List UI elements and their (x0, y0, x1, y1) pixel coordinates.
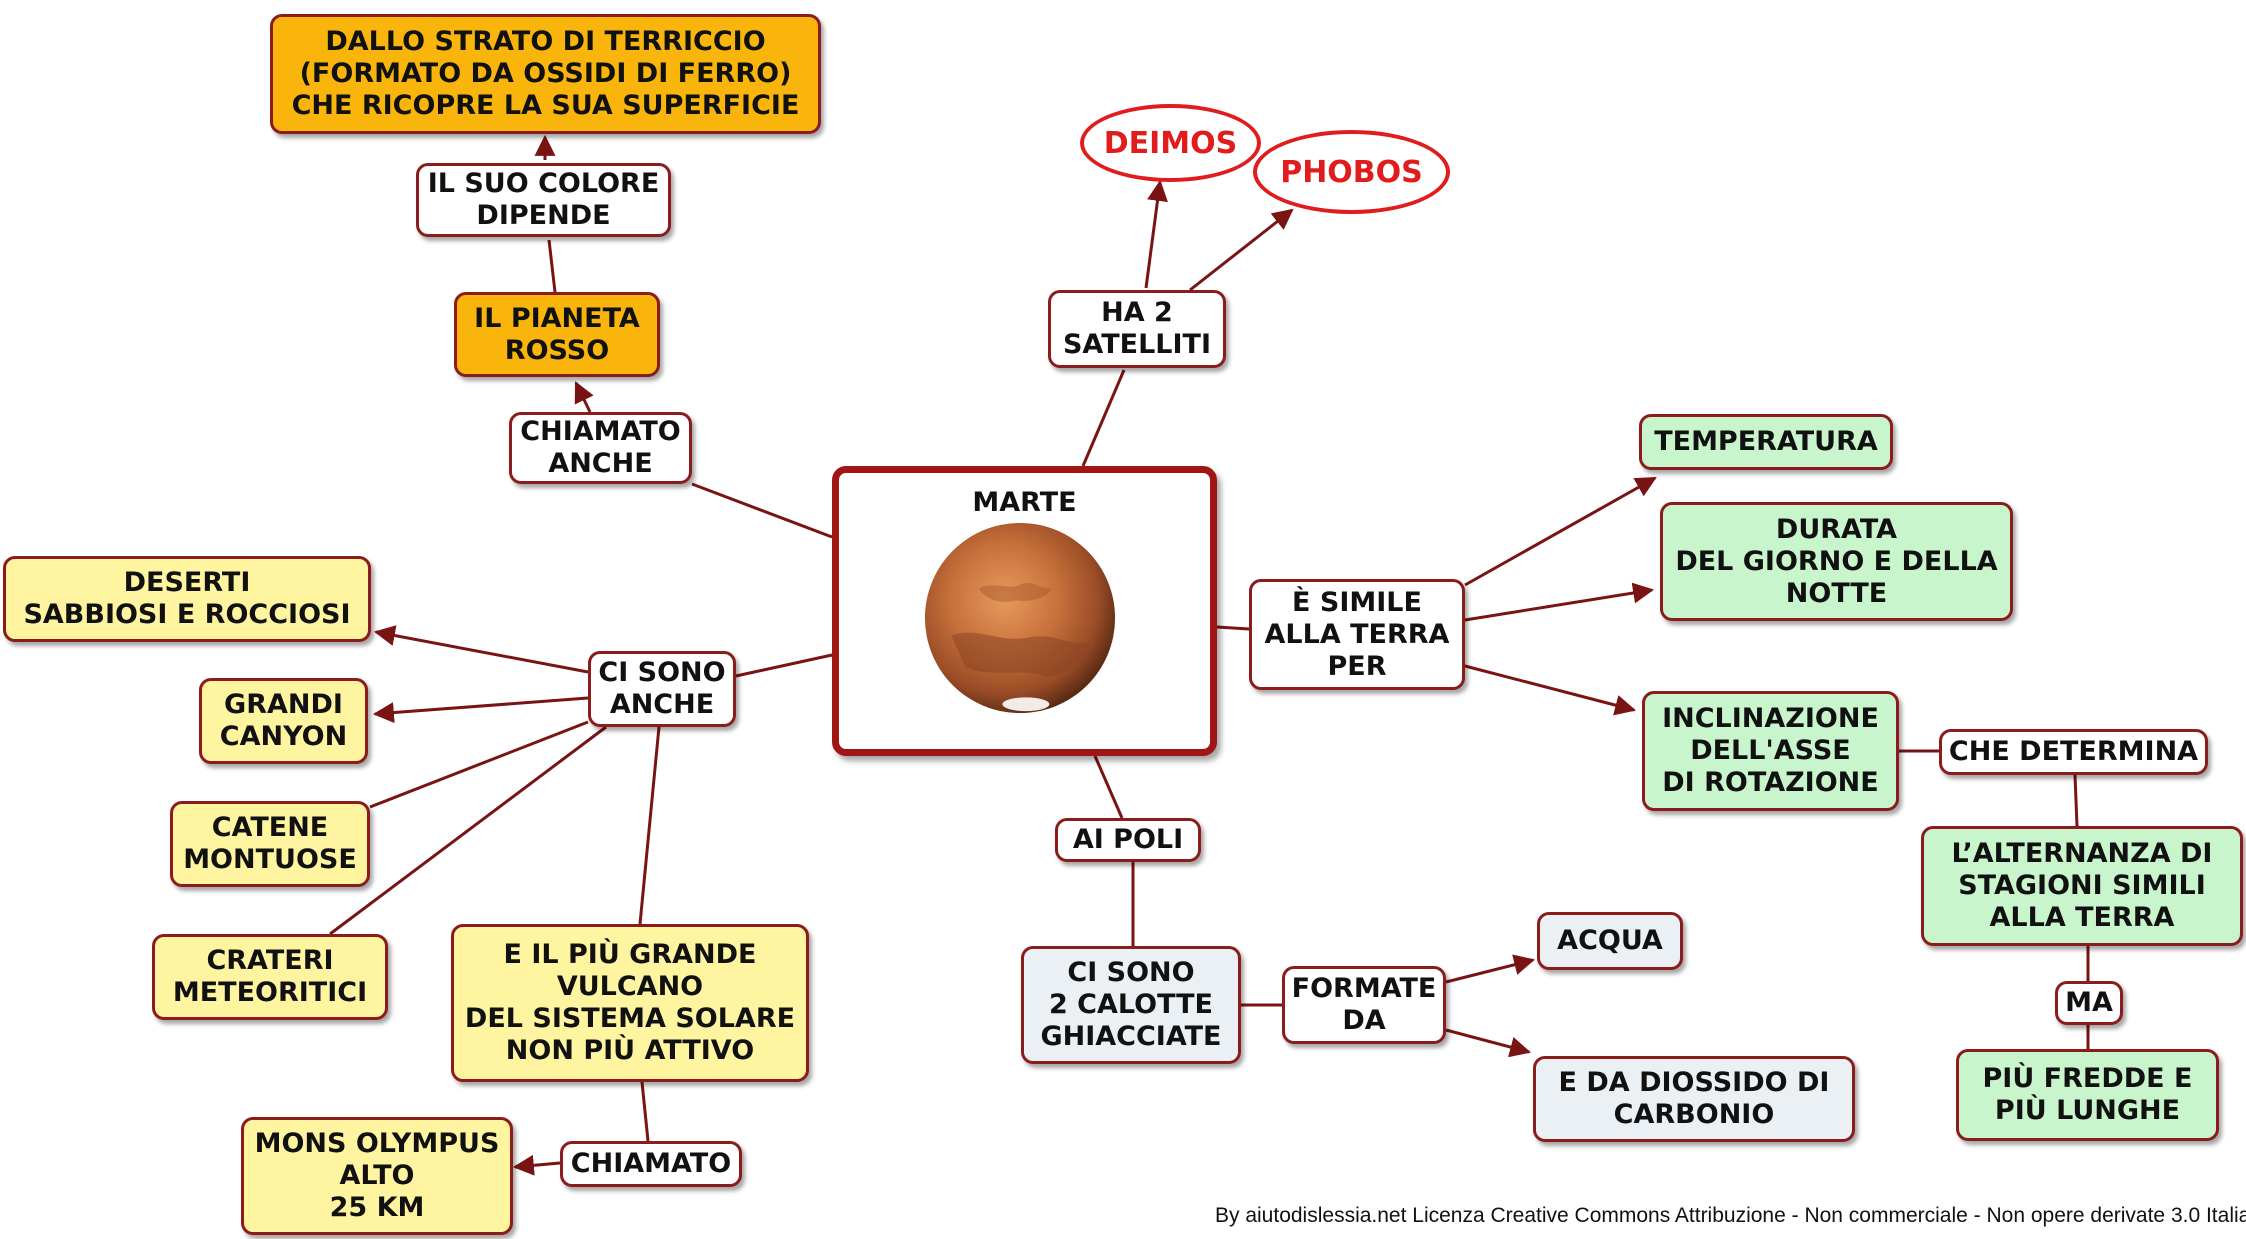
node-alternanza: L’ALTERNANZA DI STAGIONI SIMILI ALLA TER… (1921, 826, 2243, 946)
arrow-simile-temperatura (1464, 476, 1657, 587)
node-crateri: CRATERI METEORITICI (152, 934, 388, 1020)
node-catene: CATENE MONTUOSE (170, 801, 370, 887)
arrow-ci-sono-deserti (373, 625, 589, 674)
node-calotte: CI SONO 2 CALOTTE GHIACCIATE (1021, 946, 1241, 1064)
node-mons-olympus: MONS OLYMPUS ALTO 25 KM (241, 1117, 513, 1235)
link-center-satelliti (1081, 369, 1126, 467)
node-ha-2-satelliti: HA 2 SATELLITI (1048, 290, 1226, 368)
node-ai-poli: AI POLI (1055, 818, 1201, 862)
link-determina-alternanza (2073, 774, 2079, 827)
arrow-simile-inclinazione (1464, 664, 1637, 716)
arrow-satelliti-deimos (1144, 179, 1168, 289)
node-il-suo-colore: IL SUO COLORE DIPENDE (416, 163, 671, 237)
link-center-ci-sono-anche (735, 653, 833, 678)
node-chiamato-anche: CHIAMATO ANCHE (509, 412, 692, 484)
node-ma: MA (2055, 981, 2123, 1025)
node-simile-terra: È SIMILE ALLA TERRA PER (1249, 579, 1465, 690)
link-ci-sono-crateri (329, 725, 607, 936)
mars-planet-image (924, 522, 1116, 714)
node-diossido: E DA DIOSSIDO DI CARBONIO (1533, 1056, 1855, 1142)
license-credit: By aiutodislessia.net Licenza Creative C… (1215, 1204, 2246, 1227)
link-center-ai-poli (1093, 755, 1124, 819)
arrow-formate-acqua (1445, 954, 1536, 984)
node-pianeta-rosso: IL PIANETA ROSSO (454, 292, 660, 377)
node-temperatura: TEMPERATURA (1639, 414, 1893, 470)
arrow-chiamato-mons (512, 1154, 561, 1176)
arrow-ci-sono-canyon (372, 696, 589, 724)
arrow-satelliti-phobos (1189, 208, 1294, 292)
link-center-simile (1216, 625, 1250, 631)
arrow-simile-durata (1464, 582, 1655, 622)
link-vulcano-chiamato (640, 1081, 650, 1142)
node-piu-fredde: PIÙ FREDDE E PIÙ LUNGHE (1956, 1049, 2219, 1141)
link-ci-sono-vulcano (638, 726, 661, 925)
link-center-chiamato-anche (691, 482, 833, 539)
node-phobos: PHOBOS (1253, 130, 1450, 214)
node-deimos: DEIMOS (1080, 104, 1261, 182)
node-formate-da: FORMATE DA (1282, 966, 1446, 1044)
central-title: MARTE (972, 487, 1077, 518)
node-dallo-strato: DALLO STRATO DI TERRICCIO (FORMATO DA OS… (270, 14, 821, 134)
central-node-marte: MARTE (832, 466, 1217, 756)
node-vulcano: E IL PIÙ GRANDE VULCANO DEL SISTEMA SOLA… (451, 924, 809, 1082)
node-che-determina: CHE DETERMINA (1939, 729, 2208, 775)
node-grandi-canyon: GRANDI CANYON (199, 678, 368, 764)
node-ci-sono-anche: CI SONO ANCHE (588, 651, 736, 727)
node-acqua: ACQUA (1537, 912, 1683, 970)
node-inclinazione: INCLINAZIONE DELL'ASSE DI ROTAZIONE (1642, 691, 1899, 811)
arrow-chiamato-anche-pianeta-rosso (574, 381, 594, 413)
arrow-formate-diossido (1445, 1028, 1532, 1058)
node-chiamato: CHIAMATO (560, 1141, 742, 1187)
node-durata: DURATA DEL GIORNO E DELLA NOTTE (1660, 502, 2013, 621)
link-ci-sono-catene (369, 720, 589, 809)
link-pianeta-rosso-colore (547, 239, 557, 293)
node-deserti: DESERTI SABBIOSI E ROCCIOSI (3, 556, 371, 642)
